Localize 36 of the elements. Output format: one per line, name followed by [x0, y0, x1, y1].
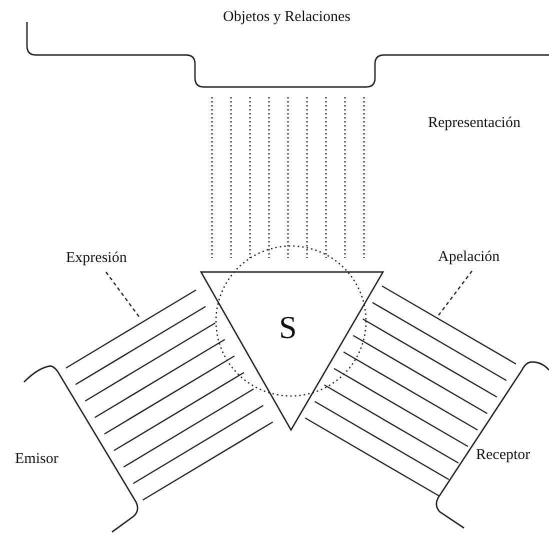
line [66, 289, 196, 369]
line [324, 384, 459, 464]
line [132, 404, 264, 484]
line [304, 417, 440, 497]
dotted-line [287, 97, 289, 258]
node-label: Emisor [15, 450, 58, 468]
dotted-line [306, 97, 308, 258]
dotted-line [325, 97, 327, 258]
line [372, 302, 507, 382]
node-label: Apelación [438, 248, 500, 266]
dotted-line [230, 97, 232, 258]
line [352, 334, 488, 414]
line [314, 400, 450, 480]
line [104, 355, 235, 435]
node-label: Objetos y Relaciones [223, 8, 350, 26]
line [75, 306, 206, 386]
node-label: Receptor [476, 446, 530, 464]
line [94, 338, 226, 418]
dotted-line [268, 97, 270, 258]
leader-line [437, 270, 473, 316]
line [142, 421, 274, 501]
sign-symbol: S [279, 310, 297, 346]
dotted-line [363, 97, 365, 258]
dotted-line [344, 97, 346, 258]
line [114, 372, 244, 452]
line [123, 388, 254, 468]
line [334, 368, 468, 448]
line [362, 318, 498, 398]
line [343, 351, 478, 431]
leader-line [105, 272, 141, 318]
function-label: Representación [428, 114, 520, 132]
node-label: Expresión [66, 249, 127, 267]
dotted-line [211, 97, 213, 258]
line [382, 285, 516, 365]
line [84, 322, 216, 402]
dotted-line [249, 97, 251, 258]
